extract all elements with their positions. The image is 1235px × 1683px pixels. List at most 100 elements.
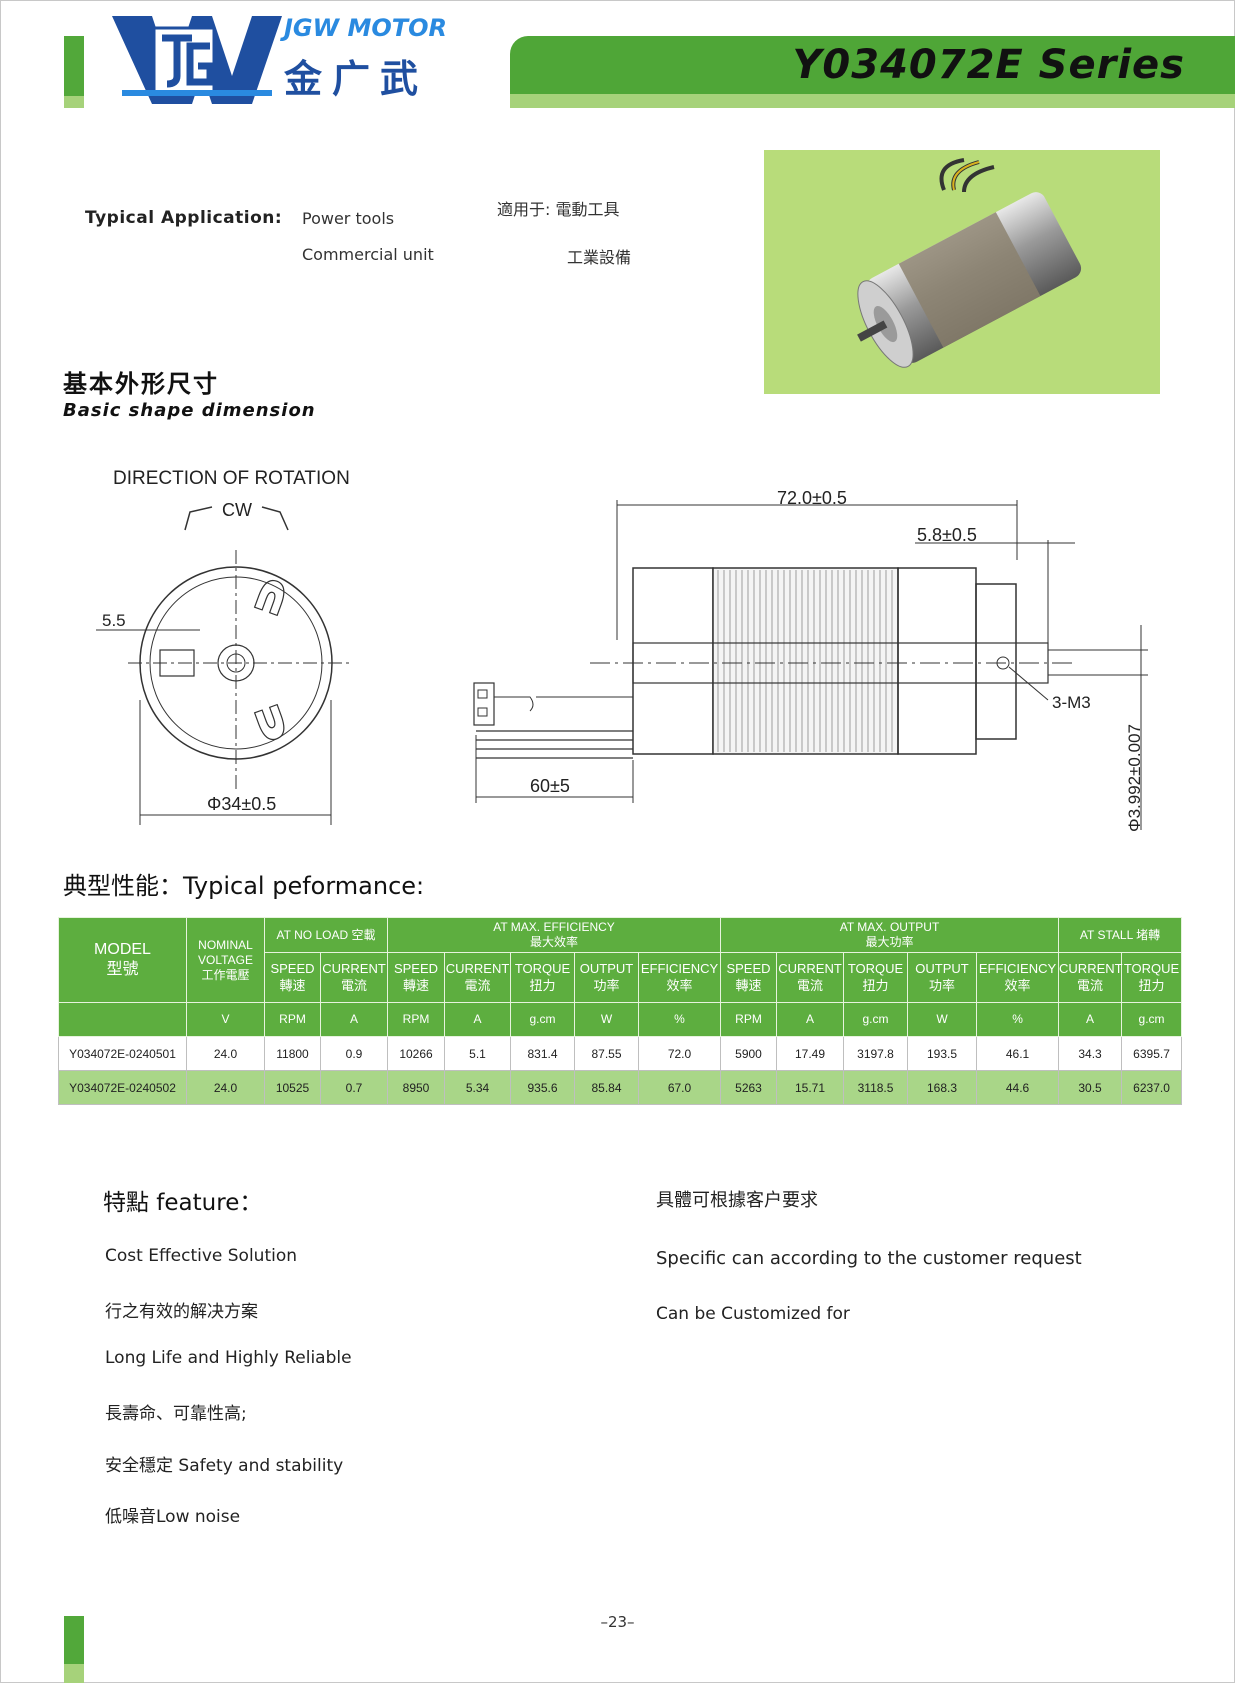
model-cell: Y034072E-0240501 (58, 1036, 187, 1071)
table-cell: 46.1 (976, 1036, 1060, 1071)
unit-cell: W (574, 1002, 640, 1037)
dim-thread: 3-M3 (1052, 693, 1091, 712)
table-cell: 5.34 (444, 1070, 512, 1105)
table-cell: 5263 (720, 1070, 778, 1105)
header-bar (510, 36, 1235, 94)
features-title: 特點 feature： (103, 1190, 263, 1216)
table-cell: 67.0 (638, 1070, 722, 1105)
dim-length: 72.0±0.5 (777, 488, 847, 508)
table-cell: 0.9 (319, 1036, 389, 1071)
table-cell: 8950 (387, 1070, 446, 1105)
unit-cell: V (186, 1002, 265, 1037)
dimension-drawing: DIRECTION OF ROTATION CW 5.5 Φ34±0.5 72.… (96, 468, 1148, 832)
units-row: V RPM A RPM A g.cm W % RPM A g.cm W % A … (58, 1002, 1183, 1037)
dim-lead-length: 60±5 (530, 776, 570, 796)
table-row: Y034072E-0240501 24.0 11800 0.9 10266 5.… (58, 1036, 1183, 1071)
unit-cell: A (444, 1002, 512, 1037)
table-cell: 0.7 (319, 1070, 389, 1105)
custom-note-en: Specific can according to the customer r… (656, 1248, 1082, 1269)
brand-logo-mark (112, 16, 282, 104)
unit-cell: % (638, 1002, 722, 1037)
dim-5-5: 5.5 (102, 611, 126, 630)
unit-cell: RPM (264, 1002, 321, 1037)
unit-cell: g.cm (1121, 1002, 1183, 1037)
performance-title: 典型性能：Typical peformance: (63, 872, 425, 900)
table-cell: 87.55 (574, 1036, 640, 1071)
table-cell: 24.0 (186, 1070, 265, 1105)
brand-name-cn: 金广武 (284, 57, 429, 101)
model-cell: Y034072E-0240502 (58, 1070, 187, 1105)
brand-name-en: JGW MOTOR (284, 14, 447, 42)
table-cell: 72.0 (638, 1036, 722, 1071)
table-row: Y034072E-0240502 24.0 10525 0.7 8950 5.3… (58, 1070, 1183, 1105)
table-cell: 5900 (720, 1036, 778, 1071)
application-value-cn-1: 適用于: 電動工具 (497, 200, 620, 219)
header-bar-light (510, 94, 1235, 108)
custom-note-2: Can be Customized for (656, 1304, 850, 1324)
unit-cell: A (1058, 1002, 1123, 1037)
unit-cell: A (776, 1002, 845, 1037)
dim-diameter: Φ34±0.5 (207, 794, 276, 814)
table-cell: 935.6 (510, 1070, 576, 1105)
header-voltage: NOMINAL VOLTAGE 工作電壓 (186, 917, 265, 1003)
table-cell: 193.5 (907, 1036, 978, 1071)
rotation-label: DIRECTION OF ROTATION (113, 468, 350, 489)
footer-accent-light (64, 1664, 84, 1683)
table-cell: 6395.7 (1121, 1036, 1183, 1071)
feature-item: 低噪音Low noise (105, 1507, 241, 1527)
dim-shaft-length: 5.8±0.5 (917, 525, 977, 545)
table-cell: 44.6 (976, 1070, 1060, 1105)
footer-accent (64, 1616, 84, 1664)
application-label: Typical Application: (85, 208, 283, 228)
dim-shaft-diameter: Φ3.992±0.007 (1125, 724, 1144, 832)
header-left-accent (64, 36, 84, 108)
custom-note-cn: 具體可根據客户要求 (656, 1190, 818, 1211)
table-cell: 10525 (264, 1070, 321, 1105)
page-number: –23– (600, 1613, 635, 1631)
header-no-load: AT NO LOAD 空載 (263, 917, 389, 953)
feature-item: 長壽命、可靠性高; (105, 1404, 247, 1424)
rotation-direction: CW (222, 500, 252, 520)
feature-item: Cost Effective Solution (105, 1246, 298, 1266)
table-cell: 85.84 (574, 1070, 640, 1105)
shape-title-cn: 基本外形尺寸 (63, 370, 219, 398)
unit-cell: W (907, 1002, 978, 1037)
table-cell: 15.71 (776, 1070, 845, 1105)
table-cell: 5.1 (444, 1036, 512, 1071)
table-cell: 34.3 (1058, 1036, 1123, 1071)
application-value-cn-2: 工業設備 (567, 248, 632, 267)
application-value-1: Power tools (302, 209, 395, 228)
application-value-2: Commercial unit (302, 245, 434, 264)
table-cell: 30.5 (1058, 1070, 1123, 1105)
unit-cell: % (976, 1002, 1060, 1037)
header-max-output: AT MAX. OUTPUT 最大功率 (720, 917, 1060, 953)
table-cell: 3197.8 (843, 1036, 909, 1071)
performance-table: MODEL 型號 NOMINAL VOLTAGE 工作電壓 AT NO LOAD… (58, 917, 1183, 1105)
table-cell: 17.49 (776, 1036, 845, 1071)
unit-cell: RPM (387, 1002, 446, 1037)
unit-model (58, 1002, 187, 1037)
unit-cell: g.cm (843, 1002, 909, 1037)
unit-cell: A (319, 1002, 389, 1037)
table-cell: 11800 (264, 1036, 321, 1071)
unit-cell: g.cm (510, 1002, 576, 1037)
table-cell: 24.0 (186, 1036, 265, 1071)
feature-item: 行之有效的解决方案 (105, 1302, 258, 1322)
table-cell: 831.4 (510, 1036, 576, 1071)
series-title: Y034072E Series (792, 42, 1185, 88)
motor-illustration (857, 158, 1082, 368)
